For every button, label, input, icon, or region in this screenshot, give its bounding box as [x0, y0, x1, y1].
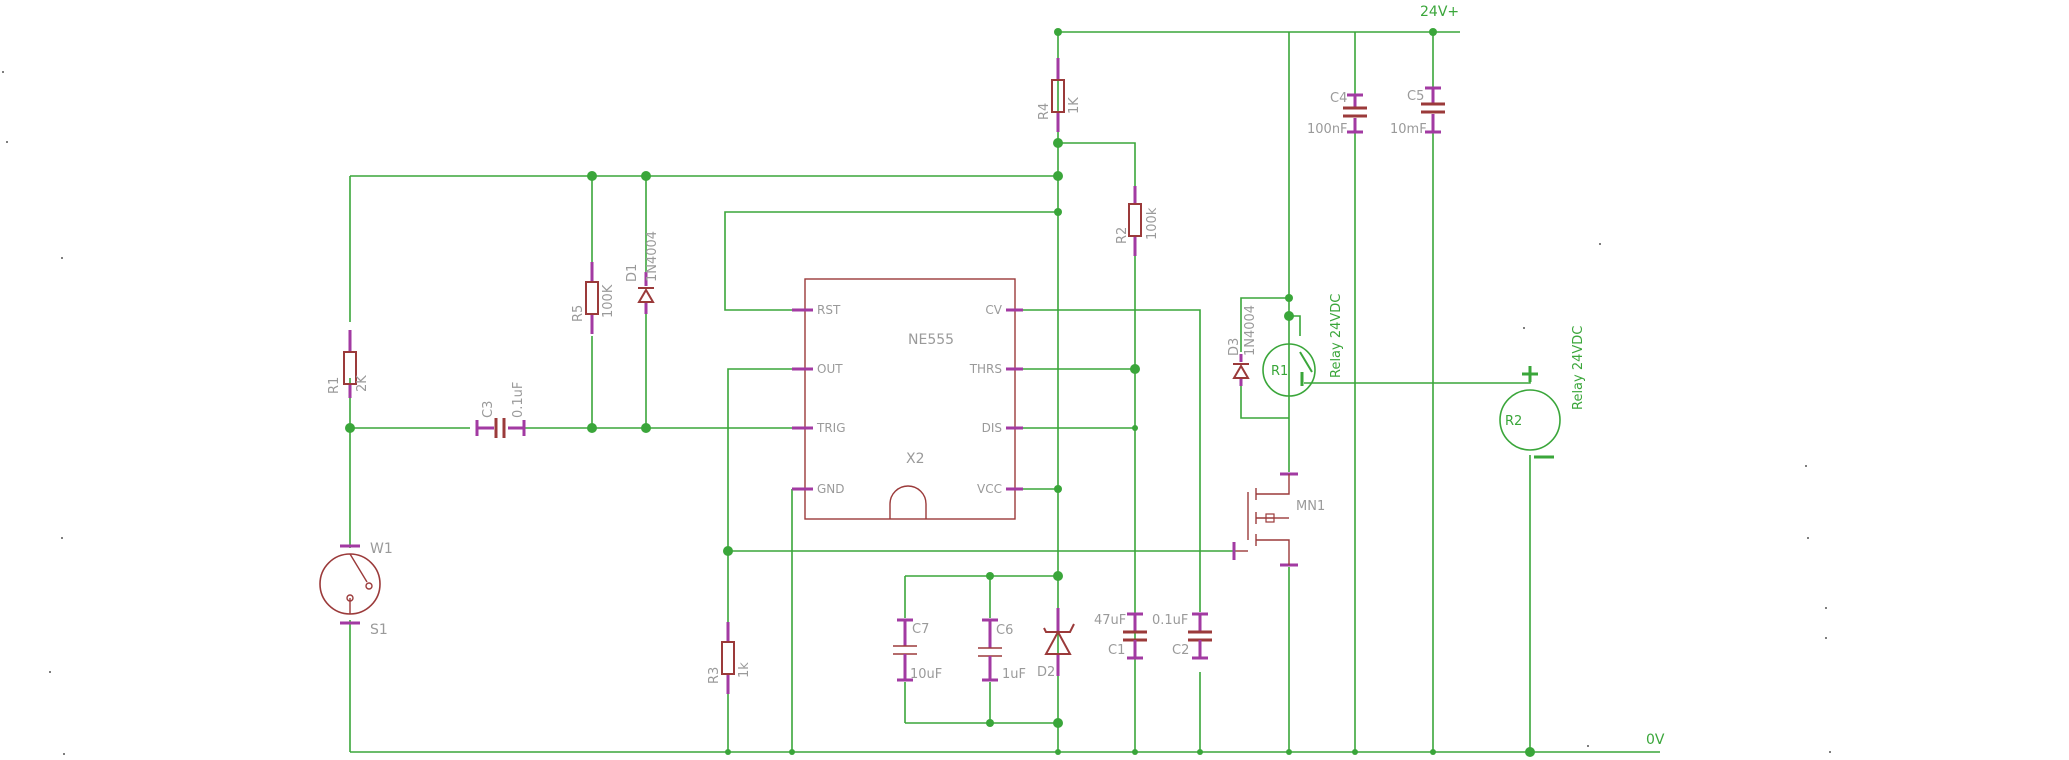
capacitor-c7[interactable]: C7 10uF: [893, 618, 942, 682]
r3-value: 1k: [737, 662, 752, 678]
capacitor-c4[interactable]: C4 100nF: [1307, 91, 1367, 137]
resistor-r4[interactable]: R4 1K: [1037, 58, 1082, 132]
c3-value: 0.1uF: [511, 382, 526, 418]
relay-r1[interactable]: R1 Relay 24VDC: [1262, 294, 1344, 397]
c1-value: 47uF: [1094, 613, 1126, 628]
capacitor-c1[interactable]: 47uF C1: [1094, 612, 1147, 660]
r2-value: 100k: [1145, 207, 1160, 240]
c3-ref: C3: [481, 401, 496, 418]
pin-rst-label: RST: [817, 303, 841, 317]
supply-0v-label: 0V: [1646, 732, 1665, 748]
pin-vcc-label: VCC: [977, 482, 1002, 496]
r4-value: 1K: [1067, 97, 1082, 114]
s1-ref: S1: [370, 622, 388, 638]
ic-ne555[interactable]: RST OUT TRIG GND CV THRS DIS VCC NE555 X…: [792, 278, 1023, 520]
relay1-ref: R1: [1271, 364, 1288, 379]
diode-d2[interactable]: D2: [1037, 608, 1075, 680]
relay2-ref: R2: [1505, 414, 1522, 429]
r1-ref: R1: [327, 377, 342, 394]
resistor-r2[interactable]: R2 100k: [1115, 186, 1160, 256]
capacitor-c6[interactable]: C6 1uF: [978, 618, 1026, 682]
pin-trig-label: TRIG: [816, 421, 846, 435]
relay2-value: Relay 24VDC: [1571, 326, 1586, 410]
d1-ref: D1: [625, 264, 640, 282]
c1-ref: C1: [1108, 643, 1125, 658]
r2-ref: R2: [1115, 227, 1130, 244]
c2-ref: C2: [1172, 643, 1189, 658]
w1-ref: W1: [370, 541, 393, 557]
c6-ref: C6: [996, 623, 1013, 638]
pin-out-label: OUT: [817, 362, 843, 376]
pin-gnd-label: GND: [817, 482, 845, 496]
c7-ref: C7: [912, 622, 929, 637]
r3-ref: R3: [707, 667, 722, 684]
c2-value: 0.1uF: [1152, 613, 1188, 628]
capacitor-c5[interactable]: C5 10mF: [1390, 86, 1445, 137]
wires: [349, 31, 1660, 753]
pin-thrs-label: THRS: [969, 362, 1002, 376]
d3-value: 1N4004: [1243, 305, 1258, 356]
relay1-value: Relay 24VDC: [1329, 294, 1344, 378]
pin-dis-label: DIS: [982, 421, 1002, 435]
c5-ref: C5: [1407, 89, 1424, 104]
r5-value: 100K: [601, 284, 616, 318]
supply-24v-label: 24V+: [1420, 4, 1459, 20]
d2-ref: D2: [1037, 665, 1055, 680]
mn1-ref: MN1: [1296, 499, 1325, 514]
diode-d3[interactable]: D3 1N4004: [1227, 305, 1258, 386]
switch-w1[interactable]: W1 S1: [319, 541, 393, 638]
r5-ref: R5: [571, 305, 586, 322]
r1-value: 2K: [355, 375, 370, 392]
junctions: [345, 28, 1535, 757]
c7-value: 10uF: [910, 667, 942, 682]
diode-d1[interactable]: D1 1N4004: [625, 231, 660, 314]
resistor-r5[interactable]: R5 100K: [571, 262, 616, 334]
resistor-r1[interactable]: R1 2K: [327, 330, 370, 398]
r4-ref: R4: [1037, 103, 1052, 120]
c4-value: 100nF: [1307, 122, 1348, 137]
resistor-r3[interactable]: R3 1k: [707, 622, 752, 694]
ic-ref: X2: [906, 451, 925, 467]
c6-value: 1uF: [1002, 667, 1026, 682]
c4-ref: C4: [1330, 91, 1347, 106]
d1-value: 1N4004: [645, 231, 660, 282]
mosfet-mn1[interactable]: MN1: [1232, 472, 1325, 567]
ic-name: NE555: [908, 332, 954, 348]
c5-value: 10mF: [1390, 122, 1427, 137]
capacitor-c2[interactable]: 0.1uF C2: [1152, 612, 1212, 660]
grid-dots: [2, 71, 1831, 755]
capacitor-c3[interactable]: C3 0.1uF: [475, 382, 526, 438]
d3-ref: D3: [1227, 338, 1242, 356]
pin-cv-label: CV: [985, 303, 1002, 317]
relay-r2[interactable]: R2 Relay 24VDC: [1499, 326, 1586, 459]
